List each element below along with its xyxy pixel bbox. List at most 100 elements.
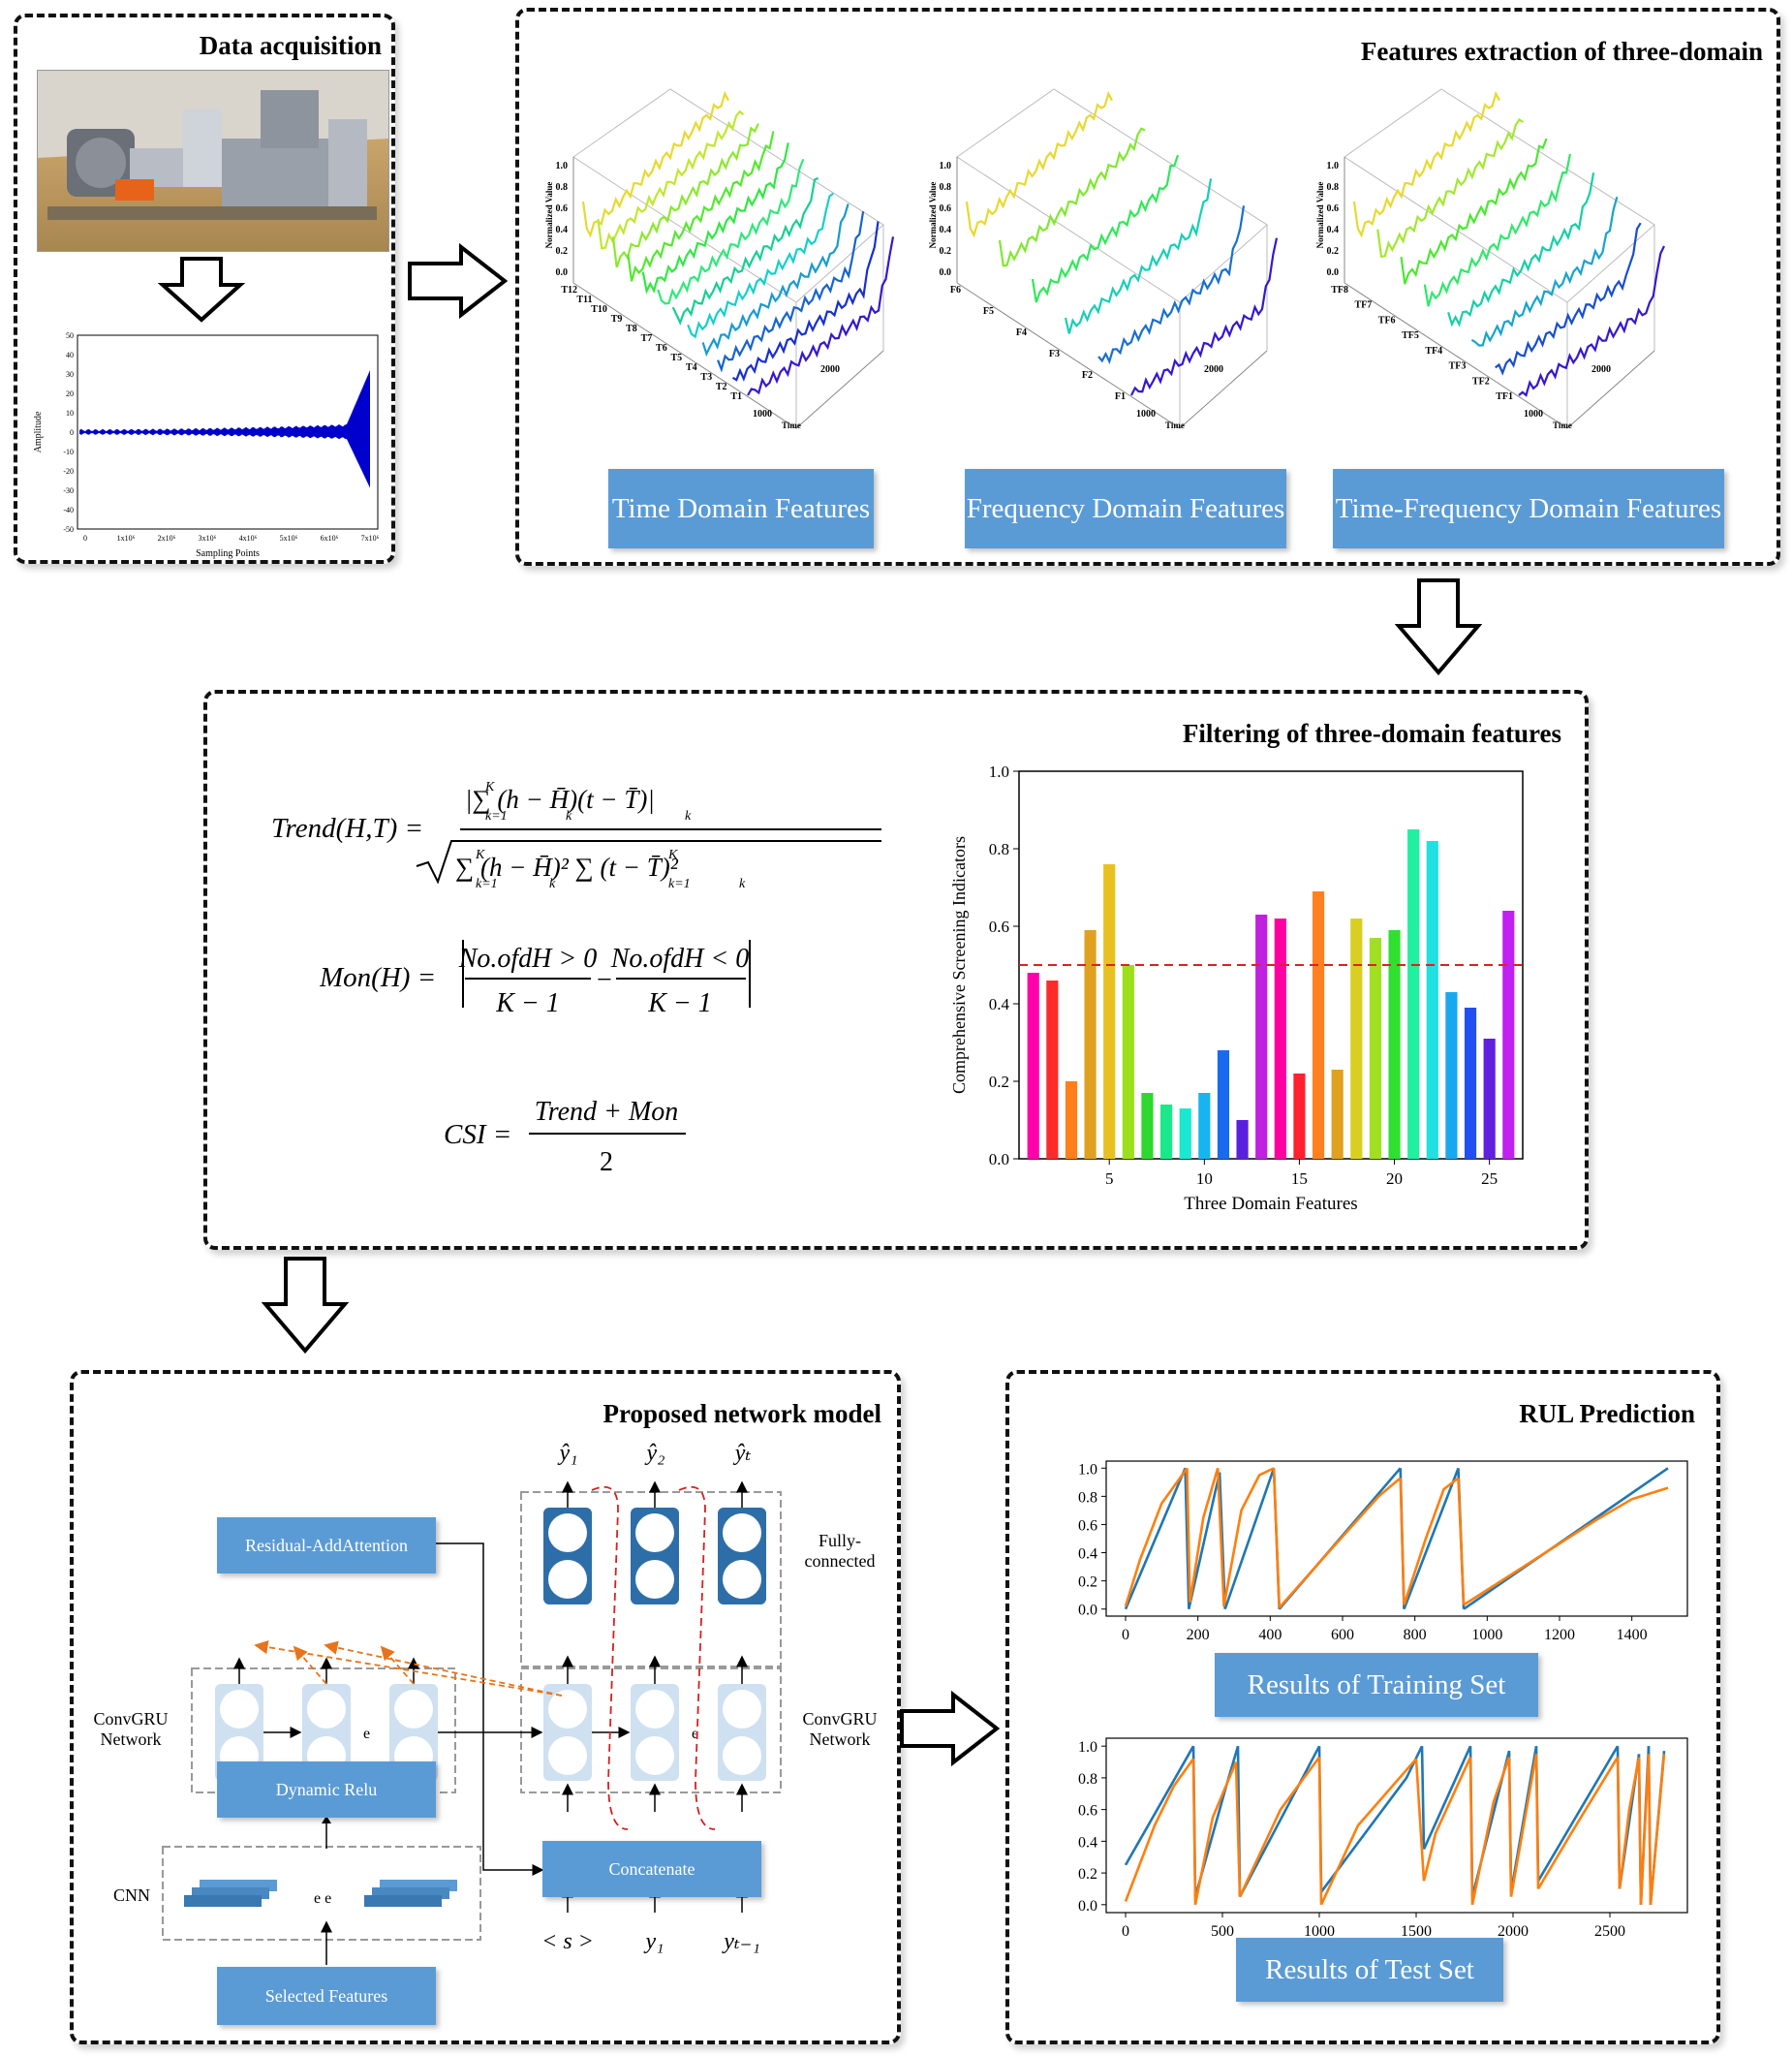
bar-x-tick: 5 bbox=[1105, 1169, 1114, 1188]
rul-x-tick: 2000 bbox=[1498, 1923, 1529, 1940]
series-label: TF3 bbox=[1449, 361, 1467, 372]
rul-series-drop bbox=[1534, 1754, 1540, 1889]
series-label: T9 bbox=[611, 314, 623, 325]
feature-series-line bbox=[597, 109, 745, 250]
feature-series-line bbox=[717, 211, 865, 373]
z-tick: 0.8 bbox=[940, 182, 952, 193]
series-label: F1 bbox=[1115, 391, 1126, 402]
bar-y-tick: 0.6 bbox=[989, 918, 1009, 936]
csi-bar bbox=[1464, 1008, 1477, 1159]
csi-lhs: CSI = bbox=[444, 1119, 511, 1150]
rul-y-tick: 1.0 bbox=[1078, 1461, 1097, 1478]
rul-series-drop bbox=[1468, 1757, 1474, 1905]
down-arrow-2 bbox=[1395, 578, 1482, 676]
csi-bar bbox=[1312, 891, 1325, 1159]
csi-bar bbox=[1122, 965, 1134, 1159]
bar-y-tick: 0.8 bbox=[989, 840, 1009, 858]
rul-y-tick: 0.4 bbox=[1078, 1834, 1097, 1851]
rul-series-line bbox=[1470, 1757, 1511, 1906]
rul-x-tick: 200 bbox=[1187, 1627, 1210, 1643]
mon-num2: No.ofdH < 0 bbox=[610, 944, 750, 974]
csi-bar bbox=[1293, 1074, 1306, 1159]
svg-text:k: k bbox=[566, 809, 572, 824]
series-label: T2 bbox=[716, 382, 727, 392]
rul-series-line bbox=[1222, 1467, 1275, 1607]
rul-series-drop bbox=[1647, 1754, 1653, 1905]
panel-feature-filtering: Filtering of three-domain features Trend… bbox=[203, 690, 1589, 1250]
bar-x-tick: 25 bbox=[1481, 1169, 1498, 1188]
series-label: TF2 bbox=[1472, 376, 1490, 387]
feature-series-line bbox=[1470, 196, 1619, 347]
bar-y-tick: 0.4 bbox=[989, 995, 1010, 1013]
residual-addattention-block: Residual-AddAttention bbox=[217, 1517, 436, 1573]
signal-y-tick: 20 bbox=[66, 389, 74, 398]
input-yt-minus-1: yₜ₋₁ bbox=[724, 1929, 760, 1954]
feature-series-line bbox=[1130, 237, 1279, 396]
csi-formula: CSI = Trend + Mon 2 bbox=[444, 1097, 686, 1177]
rul-series-line bbox=[1536, 1756, 1620, 1890]
rul-series-line bbox=[1193, 1760, 1238, 1906]
series-label: T6 bbox=[656, 343, 667, 354]
z-tick: 0.0 bbox=[1327, 267, 1340, 278]
signal-y-tick: 30 bbox=[66, 370, 74, 379]
test-rig-photo bbox=[37, 70, 389, 252]
training-set-label: Results of Training Set bbox=[1215, 1653, 1538, 1717]
series-label: T7 bbox=[641, 333, 653, 344]
signal-x-tick: 4x10⁶ bbox=[239, 534, 258, 543]
convgru-left-cells bbox=[215, 1684, 438, 1781]
rul-series-drop bbox=[1637, 1757, 1643, 1905]
rul-series-line bbox=[1124, 1467, 1187, 1610]
z-tick: 1.0 bbox=[1327, 161, 1340, 171]
svg-text:−: − bbox=[597, 965, 612, 995]
csi-bar bbox=[1426, 841, 1438, 1159]
csi-bar bbox=[1255, 915, 1268, 1159]
z-tick: 0.2 bbox=[1327, 246, 1340, 257]
series-label: F3 bbox=[1049, 349, 1060, 359]
rul-x-tick: 800 bbox=[1404, 1627, 1427, 1643]
bar-x-tick: 20 bbox=[1386, 1169, 1403, 1188]
signal-ylabel: Amplitude bbox=[33, 411, 44, 452]
feature-series-line bbox=[657, 158, 805, 305]
rul-y-tick: 0.4 bbox=[1078, 1546, 1097, 1563]
feature-series-line bbox=[998, 127, 1146, 267]
rul-series-line bbox=[1319, 1758, 1417, 1906]
series-label: T5 bbox=[671, 353, 683, 363]
time-tick: 2000 bbox=[1204, 364, 1223, 375]
rul-y-tick: 1.0 bbox=[1078, 1739, 1097, 1756]
signal-x-tick: 3x10⁶ bbox=[199, 534, 217, 543]
output-y1-hat: ŷ₁ bbox=[559, 1441, 578, 1466]
svg-text:e: e bbox=[363, 1726, 370, 1742]
rul-series-line bbox=[1509, 1754, 1538, 1897]
rul-series-line bbox=[1639, 1754, 1651, 1905]
z-axis-label: Normalized Value bbox=[544, 182, 554, 249]
rul-series-drop bbox=[1457, 1478, 1466, 1605]
rul-series-line bbox=[1278, 1477, 1402, 1609]
series-label: T8 bbox=[626, 324, 637, 334]
time-tick: 2000 bbox=[820, 364, 840, 375]
svg-text:∑ (h − H̄)² ∑ (t − T̄)²: ∑ (h − H̄)² ∑ (t − T̄)² bbox=[455, 853, 679, 882]
signal-x-tick: 2x10⁶ bbox=[158, 534, 176, 543]
mon-formula: Mon(H) = No.ofdH > 0 K − 1 − No.ofdH < 0… bbox=[320, 940, 751, 1018]
z-tick: 0.0 bbox=[556, 267, 569, 278]
z-tick: 0.0 bbox=[940, 267, 952, 278]
rul-series-line bbox=[1238, 1745, 1321, 1898]
rul-series-line bbox=[1422, 1757, 1472, 1882]
rul-series-drop bbox=[1399, 1478, 1406, 1605]
feature-series-line bbox=[1495, 222, 1642, 376]
series-label: TF6 bbox=[1378, 315, 1396, 326]
feature-series-line bbox=[611, 123, 759, 268]
rul-series-line bbox=[1319, 1745, 1424, 1893]
rul-series-drop bbox=[1507, 1757, 1513, 1897]
z-tick: 0.6 bbox=[1327, 203, 1340, 214]
right-arrow-2 bbox=[900, 1690, 1001, 1767]
series-label: TF1 bbox=[1496, 391, 1513, 402]
rul-x-tick: 600 bbox=[1331, 1627, 1354, 1643]
time-frequency-domain-features-box: Time-Frequency Domain Features bbox=[1333, 469, 1724, 548]
